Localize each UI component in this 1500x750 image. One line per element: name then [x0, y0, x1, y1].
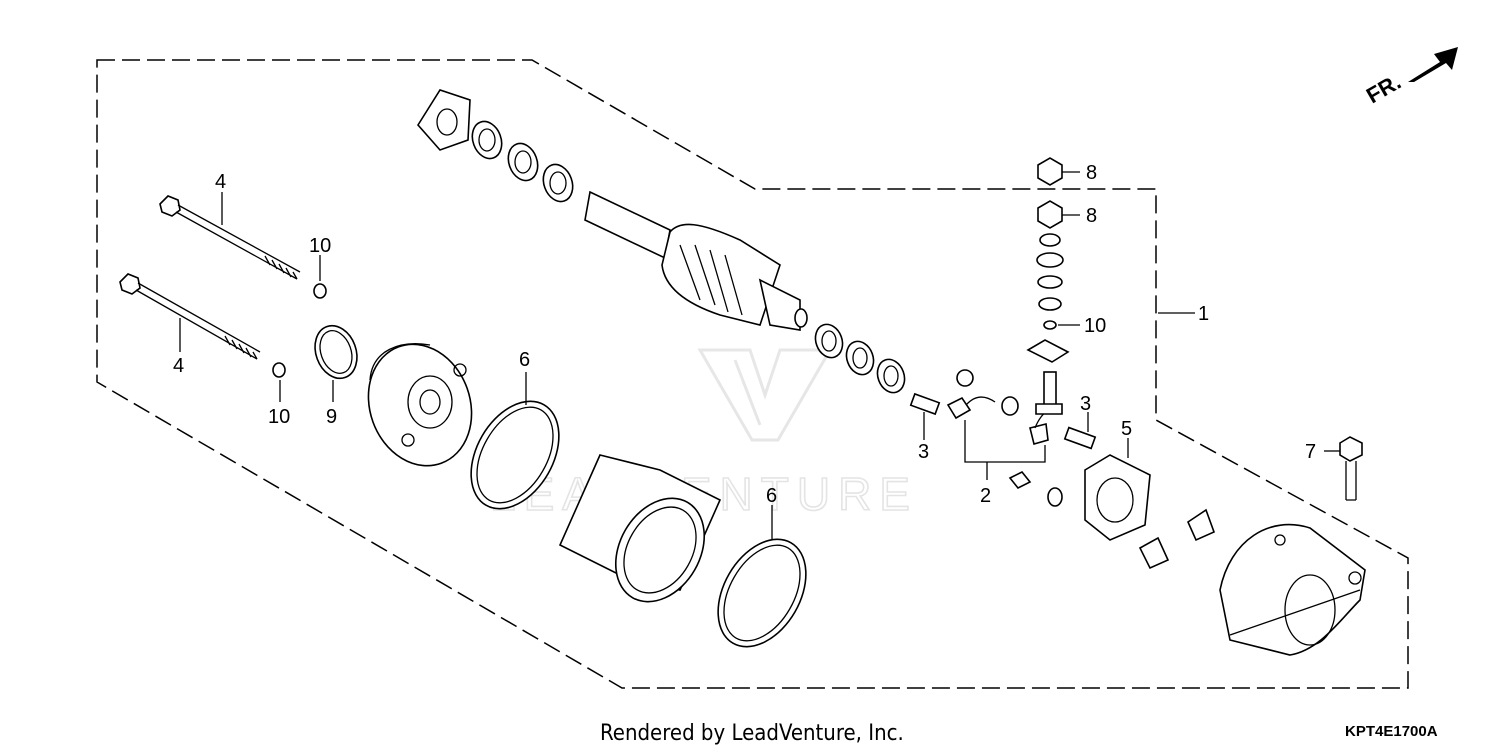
- through-bolt-upper: [159, 195, 301, 280]
- brush-holder: [1084, 454, 1151, 541]
- washer-lower-left: [272, 362, 286, 378]
- callout-7: 7: [1305, 441, 1316, 463]
- front-direction-indicator: FR.: [1362, 47, 1458, 108]
- shim-washer-6: [876, 358, 906, 394]
- leader-lines: [179, 171, 1340, 540]
- screw-brush-holder: [1008, 470, 1032, 490]
- shim-washer-3: [542, 163, 574, 203]
- through-bolt-lower: [119, 273, 261, 360]
- shim-washer-2: [507, 142, 539, 182]
- callout-9: 9: [326, 406, 337, 428]
- rear-cover: [1219, 523, 1366, 656]
- shim-washer-5: [845, 340, 875, 376]
- watermark-logo: [697, 348, 833, 442]
- lock-plate: [417, 89, 471, 151]
- callout-1: 1: [1198, 303, 1209, 325]
- callout-4-lower: 4: [173, 355, 184, 377]
- brush-spring-left: [909, 392, 941, 416]
- front-bracket: [367, 343, 473, 467]
- callout-2: 2: [980, 485, 991, 507]
- callout-3-right: 3: [1080, 393, 1091, 415]
- seal-ring-front: [470, 400, 560, 510]
- callout-10-upper-left: 10: [309, 235, 331, 257]
- assembly-boundary: [96, 59, 1409, 689]
- armature: [584, 190, 808, 331]
- brush-spring-right: [1063, 426, 1097, 450]
- brush-set: [946, 396, 1053, 445]
- callout-8-lower: 8: [1086, 205, 1097, 227]
- washer-upper-left: [313, 283, 327, 299]
- o-ring: [314, 324, 358, 380]
- terminal-hardware-stack: [956, 157, 1070, 416]
- washer-brush-holder: [1047, 487, 1063, 507]
- brush-left: [1138, 536, 1170, 570]
- callout-bracket-2: [964, 420, 1046, 480]
- front-label: FR.: [1362, 69, 1405, 108]
- shim-washer-4: [814, 323, 844, 359]
- callout-8-upper: 8: [1086, 162, 1097, 184]
- mount-bolt: [1339, 436, 1363, 501]
- callout-3-left: 3: [918, 441, 929, 463]
- shim-washer-1: [471, 120, 503, 160]
- callout-10-right: 10: [1084, 315, 1106, 337]
- callout-6-lower: 6: [766, 485, 777, 507]
- front-arrow-icon: [1408, 47, 1458, 82]
- motor-yoke: [558, 454, 722, 603]
- seal-ring-rear: [717, 538, 807, 648]
- brush-right: [1186, 508, 1216, 542]
- callout-10-lower-left: 10: [268, 406, 290, 428]
- callout-4-upper: 4: [215, 171, 226, 193]
- rendered-by-credit: Rendered by LeadVenture, Inc.: [600, 721, 904, 746]
- callout-6-upper: 6: [519, 349, 530, 371]
- callout-5: 5: [1121, 418, 1132, 440]
- diagram-code: KPT4E1700A: [1345, 723, 1438, 740]
